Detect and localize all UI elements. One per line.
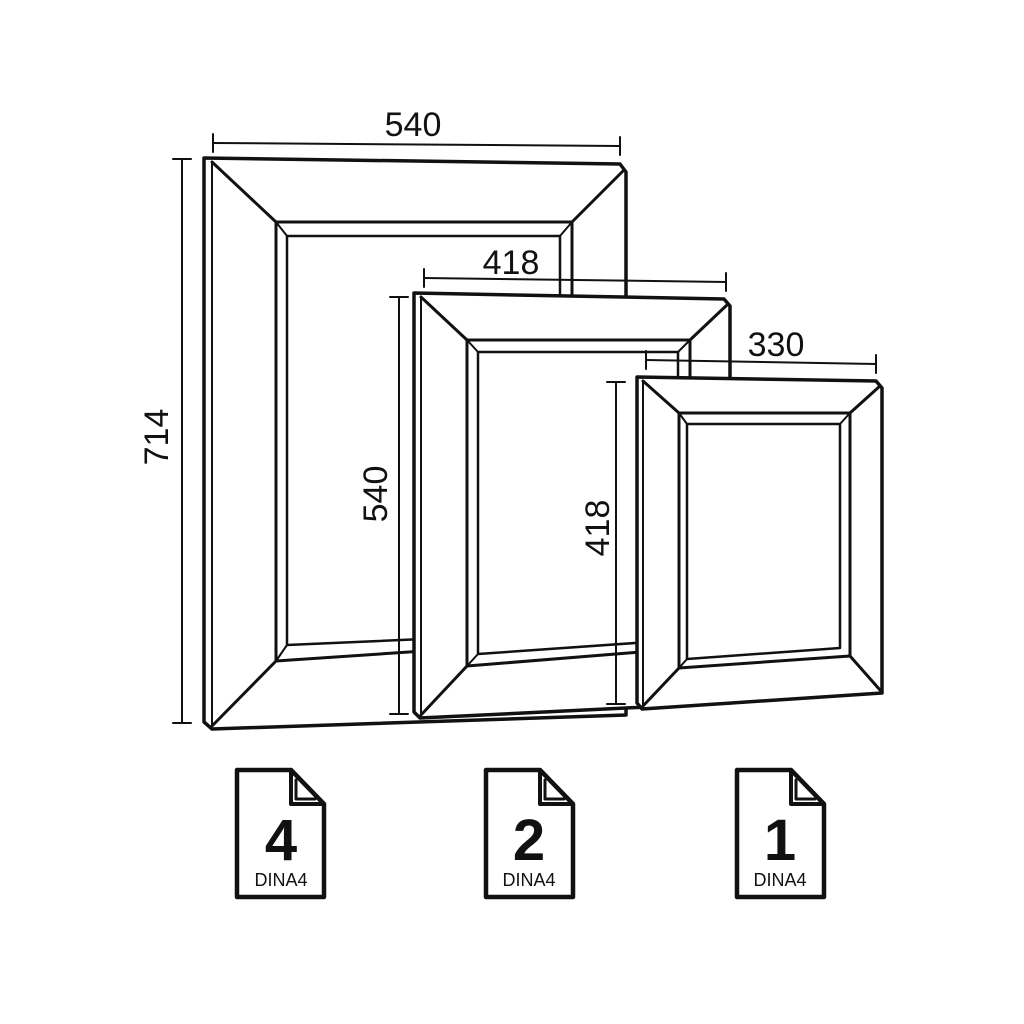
document-icon: 2 DINA4 [483, 767, 576, 900]
dimension-height-small [606, 381, 626, 705]
document-count: 2 [513, 808, 545, 873]
document-icon: 4 DINA4 [234, 767, 327, 900]
document-paper-label: DINA4 [254, 870, 307, 890]
document-paper-label: DINA4 [502, 870, 555, 890]
label-height-medium: 540 [357, 466, 395, 523]
document-paper-label: DINA4 [753, 870, 806, 890]
label-width-large: 540 [385, 106, 442, 144]
dimension-width-medium [423, 268, 727, 292]
dimension-width-large [212, 133, 621, 156]
frame-small [635, 375, 884, 711]
document-icon: 1 DINA4 [734, 767, 827, 900]
dimension-height-large [172, 158, 192, 724]
label-width-small: 330 [748, 326, 805, 364]
label-height-small: 418 [579, 500, 617, 557]
document-count: 4 [265, 808, 297, 873]
document-count: 1 [764, 808, 796, 873]
dimension-height-medium [389, 296, 409, 715]
label-height-large: 714 [138, 409, 176, 466]
label-width-medium: 418 [483, 244, 540, 282]
dimension-width-small [645, 350, 877, 374]
